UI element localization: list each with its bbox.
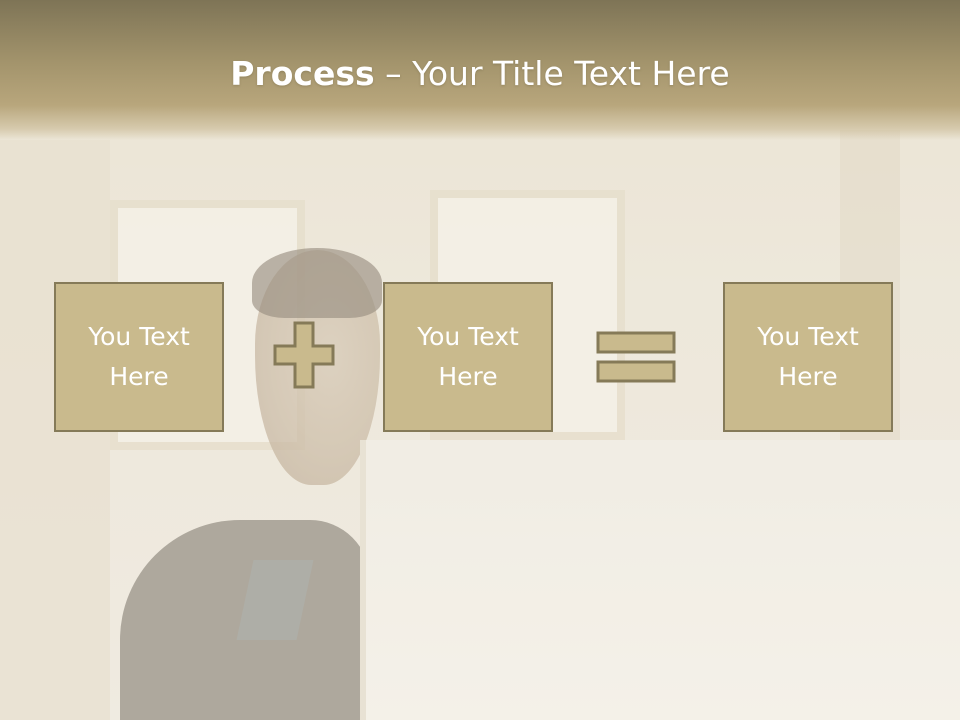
title-band	[0, 0, 960, 140]
process-step-3[interactable]: You Text Here	[723, 282, 893, 432]
title-rest: – Your Title Text Here	[374, 54, 730, 93]
process-step-1[interactable]: You Text Here	[54, 282, 224, 432]
monitor	[360, 440, 960, 720]
process-step-2[interactable]: You Text Here	[383, 282, 553, 432]
plus-icon	[273, 321, 335, 389]
step-3-text: You Text Here	[757, 322, 859, 391]
step-2-text: You Text Here	[417, 322, 519, 391]
title-bold: Process	[230, 54, 375, 93]
equals-icon	[596, 331, 676, 383]
step-1-text: You Text Here	[88, 322, 190, 391]
slide-title: Process – Your Title Text Here	[0, 52, 960, 96]
